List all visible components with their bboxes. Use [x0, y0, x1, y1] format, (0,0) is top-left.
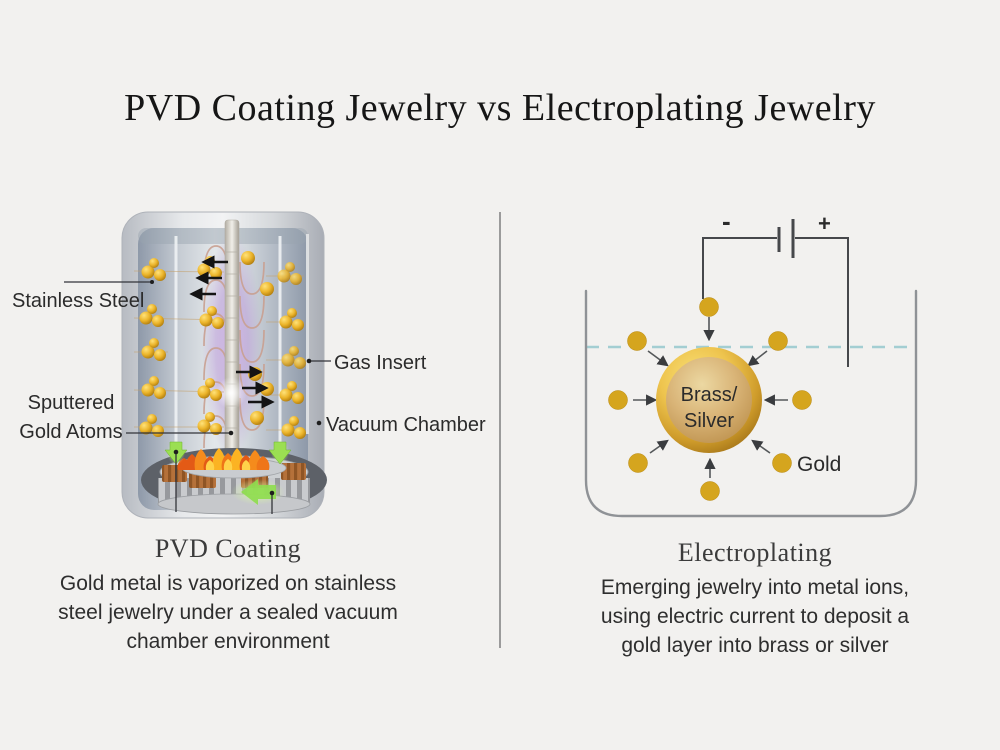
electrode-label-line1: Brass/ [681, 384, 738, 406]
description-line: gold layer into brass or silver [621, 634, 889, 657]
electroplating-diagram: - + Brass/ Silver Gold [584, 206, 918, 518]
electroplating-description: Emerging jewelry into metal ions, using … [545, 573, 965, 660]
pointer-lines [64, 281, 331, 514]
description-line: Emerging jewelry into metal ions, [600, 576, 910, 599]
pvd-diagram: Stainless Steel Sputtered Gold Atoms Gas… [12, 211, 486, 519]
electrode-label-line2: Silver [684, 410, 734, 432]
gold-ion-dots [608, 297, 812, 501]
ion-arrows [633, 317, 788, 478]
jewelry-rod-left [174, 236, 178, 448]
jewelry-rod-right [278, 236, 282, 448]
gas-insert-tube [306, 234, 309, 434]
battery-symbol [777, 219, 795, 258]
page-title: PVD Coating Jewelry vs Electroplating Je… [124, 87, 876, 129]
description-line: steel jewelry under a sealed vacuum [58, 601, 398, 624]
green-indicators [164, 439, 292, 505]
plasma-flare [215, 377, 247, 409]
pvd-heading: PVD Coating [154, 534, 302, 563]
negative-terminal-label: - [722, 206, 731, 236]
stainless-steel-label: Stainless Steel [12, 290, 144, 312]
pointer-dots [150, 280, 322, 496]
description-line: chamber environment [126, 630, 330, 653]
vacuum-chamber-label: Vacuum Chamber [326, 414, 486, 436]
gas-insert-label: Gas Insert [334, 352, 427, 374]
sputtered-label-line2: Gold Atoms [19, 421, 122, 443]
electroplating-heading: Electroplating [677, 538, 833, 567]
sputtered-label-line1: Sputtered [28, 392, 115, 414]
central-rod [224, 219, 240, 453]
electrolyte-tank [584, 289, 918, 518]
pvd-description: Gold metal is vaporized on stainless ste… [18, 569, 438, 656]
vertical-divider [499, 212, 501, 648]
sputter-arrows [189, 255, 275, 409]
chamber-top-band [138, 228, 308, 244]
jewelry-ball [656, 347, 762, 453]
gold-ion-label: Gold [797, 453, 841, 476]
description-line: Gold metal is vaporized on stainless [59, 572, 397, 595]
flames [177, 448, 270, 470]
positive-terminal-label: + [818, 211, 831, 236]
description-line: using electric current to deposit a [600, 605, 910, 628]
circuit-wires [702, 237, 849, 367]
